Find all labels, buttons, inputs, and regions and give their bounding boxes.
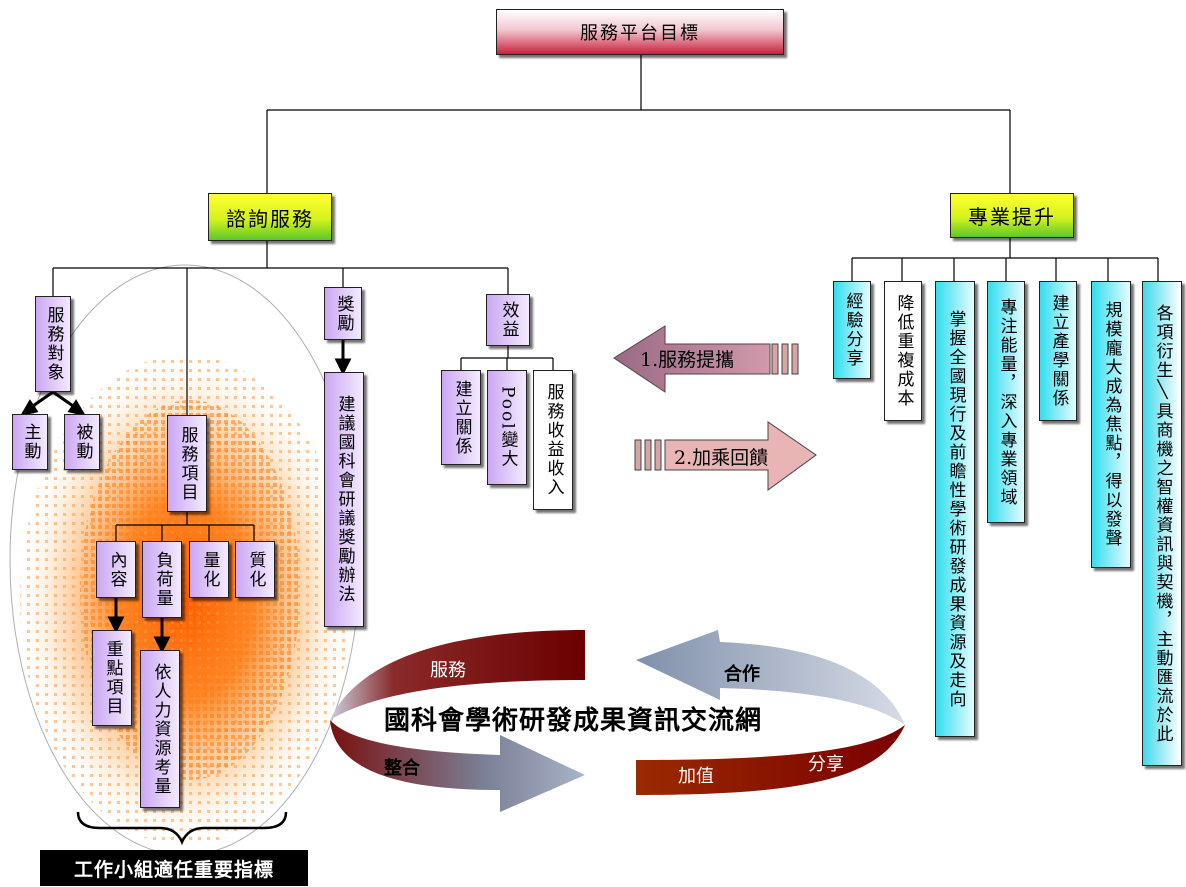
manpower-node: 依人力資源考量 xyxy=(140,650,180,808)
feedback-arrow xyxy=(634,421,817,491)
cycle-label-integrate: 整合 xyxy=(384,758,420,779)
passive-node: 被動 xyxy=(64,414,100,470)
relationship-node: 建立關係 xyxy=(441,370,481,465)
pool-label: Pool變大 xyxy=(497,386,518,469)
award-node: 獎勵 xyxy=(324,287,362,340)
qualify-label: 質化 xyxy=(245,550,266,589)
key-items-label: 重點項目 xyxy=(102,640,123,716)
profession-item-4: 專注能量，深入專業領域 xyxy=(987,281,1025,523)
profession-item-7: 各項衍生╲具商機之智權資訊與契機，主動匯流於此 xyxy=(1142,281,1182,766)
manpower-label: 依人力資源考量 xyxy=(150,662,171,796)
service-arrow-label: 1.服務提攜 xyxy=(640,349,735,371)
profession-branch: 專業提升 xyxy=(950,193,1074,238)
profession-item-3: 掌握全國現行及前瞻性學術研發成果資源及走向 xyxy=(935,281,975,737)
active-label: 主動 xyxy=(20,423,41,461)
profession-item-6-label: 規模龐大成為焦點，得以發聲 xyxy=(1101,301,1122,548)
benefit-node: 效益 xyxy=(486,294,530,346)
award-label: 獎勵 xyxy=(333,294,354,333)
profession-item-3-label: 掌握全國現行及前瞻性學術研發成果資源及走向 xyxy=(945,309,966,709)
thick-arrows xyxy=(19,340,352,654)
profession-item-7-label: 各項衍生╲具商機之智權資訊與契機，主動匯流於此 xyxy=(1152,303,1173,744)
connector-lines xyxy=(52,55,1159,541)
active-node: 主動 xyxy=(12,414,48,470)
consult-branch: 諮詢服務 xyxy=(208,193,332,241)
pool-node: Pool變大 xyxy=(487,370,527,485)
service-arrow xyxy=(613,325,799,393)
workload-label: 負荷量 xyxy=(152,551,173,608)
cycle-label-share: 分享 xyxy=(808,754,844,775)
consult-branch-label: 諮詢服務 xyxy=(226,206,314,231)
relationship-label: 建立關係 xyxy=(451,379,472,456)
profession-item-5-label: 建立產學關係 xyxy=(1048,294,1069,408)
revenue-label: 服務收益收入 xyxy=(543,383,564,497)
content-node: 內容 xyxy=(96,541,136,598)
profession-item-1-label: 經驗分享 xyxy=(842,292,863,368)
workload-node: 負荷量 xyxy=(142,541,182,618)
benefit-label: 效益 xyxy=(498,301,519,339)
root-node: 服務平台目標 xyxy=(496,9,784,55)
service-target-node: 服務對象 xyxy=(35,296,71,392)
feedback-arrow-label: 2.加乘回饋 xyxy=(674,447,769,469)
service-items-label: 服務項目 xyxy=(177,425,198,502)
content-label: 內容 xyxy=(106,550,127,589)
award-suggestion-node: 建議國科會研議獎勵辦法 xyxy=(324,372,364,627)
curly-brace xyxy=(76,811,288,846)
profession-item-4-label: 專注能量，深入專業領域 xyxy=(996,297,1017,507)
profession-branch-label: 專業提升 xyxy=(968,205,1056,229)
cycle-label-service: 服務 xyxy=(430,660,466,681)
profession-item-1: 經驗分享 xyxy=(833,281,871,379)
service-items-node: 服務項目 xyxy=(167,415,207,512)
cycle-ring xyxy=(330,630,905,812)
profession-item-5: 建立產學關係 xyxy=(1039,281,1077,421)
footer-banner: 工作小組適任重要指標 xyxy=(40,850,308,886)
passive-label: 被動 xyxy=(72,423,93,461)
revenue-node: 服務收益收入 xyxy=(533,370,573,510)
footer-label: 工作小組適任重要指標 xyxy=(73,858,274,881)
service-target-label: 服務對象 xyxy=(43,306,64,382)
profession-item-2: 降低重複成本 xyxy=(884,281,922,421)
profession-item-2-label: 降低重複成本 xyxy=(893,294,914,408)
root-label: 服務平台目標 xyxy=(580,23,700,44)
key-items-node: 重點項目 xyxy=(92,630,132,726)
cycle-label-value-add: 加值 xyxy=(678,766,714,787)
qualify-node: 質化 xyxy=(235,541,275,598)
profession-item-6: 規模龐大成為焦點，得以發聲 xyxy=(1091,281,1131,568)
quantify-label: 量化 xyxy=(199,550,220,589)
cycle-label-cooperate: 合作 xyxy=(724,664,760,685)
quantify-node: 量化 xyxy=(189,541,229,598)
cycle-title: 國科會學術研發成果資訊交流網 xyxy=(384,706,763,736)
award-suggestion-label: 建議國科會研議獎勵辦法 xyxy=(334,395,355,604)
